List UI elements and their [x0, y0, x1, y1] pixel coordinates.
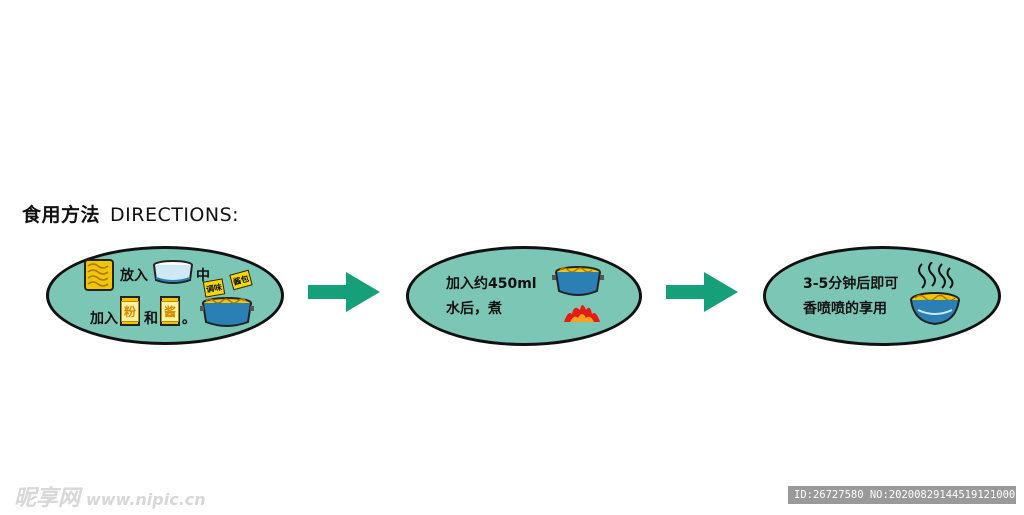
empty-pot-icon — [153, 260, 193, 284]
step1-and: 和 — [144, 311, 158, 327]
arrow-right-icon — [666, 272, 738, 312]
step1-middle: 中 — [196, 268, 210, 284]
sauce-packet: 酱 — [160, 296, 180, 326]
powder-label: 粉 — [121, 300, 140, 322]
step2-line1: 加入约450ml — [446, 276, 537, 292]
watermark-url: www.nipic.cn — [86, 490, 206, 509]
step2-line2: 水后，煮 — [446, 301, 502, 317]
step3-line2: 香喷喷的享用 — [803, 301, 887, 317]
noodle-bowl-icon — [910, 262, 960, 326]
seasoning-packet-tag: 调味 — [202, 278, 226, 298]
step1-period: 。 — [182, 311, 196, 327]
watermark-site: 昵享网 www.nipic.cn — [14, 480, 206, 512]
noodle-block-icon — [84, 259, 114, 291]
step3-line1: 3-5分钟后即可 — [803, 276, 899, 292]
pot-with-noodles-icon — [200, 297, 254, 327]
watermark-id: ID:26727580 NO:20200829144519121000 — [788, 486, 1016, 504]
title-cn: 食用方法 — [22, 204, 101, 226]
step1-add: 加入 — [90, 311, 118, 327]
arrow-right-icon — [308, 272, 380, 312]
fire-icon — [564, 305, 600, 322]
step3-ellipse — [763, 246, 1001, 346]
powder-packet: 粉 — [120, 296, 140, 326]
watermark-site-name: 昵享网 — [14, 486, 81, 511]
title-en: DIRECTIONS: — [110, 204, 240, 226]
directions-heading: 食用方法 DIRECTIONS: — [22, 200, 239, 227]
boiling-pot-icon — [552, 266, 604, 296]
step1-put-in: 放入 — [120, 268, 148, 284]
step2-ellipse — [406, 246, 642, 346]
sauce-label: 酱 — [161, 300, 180, 322]
